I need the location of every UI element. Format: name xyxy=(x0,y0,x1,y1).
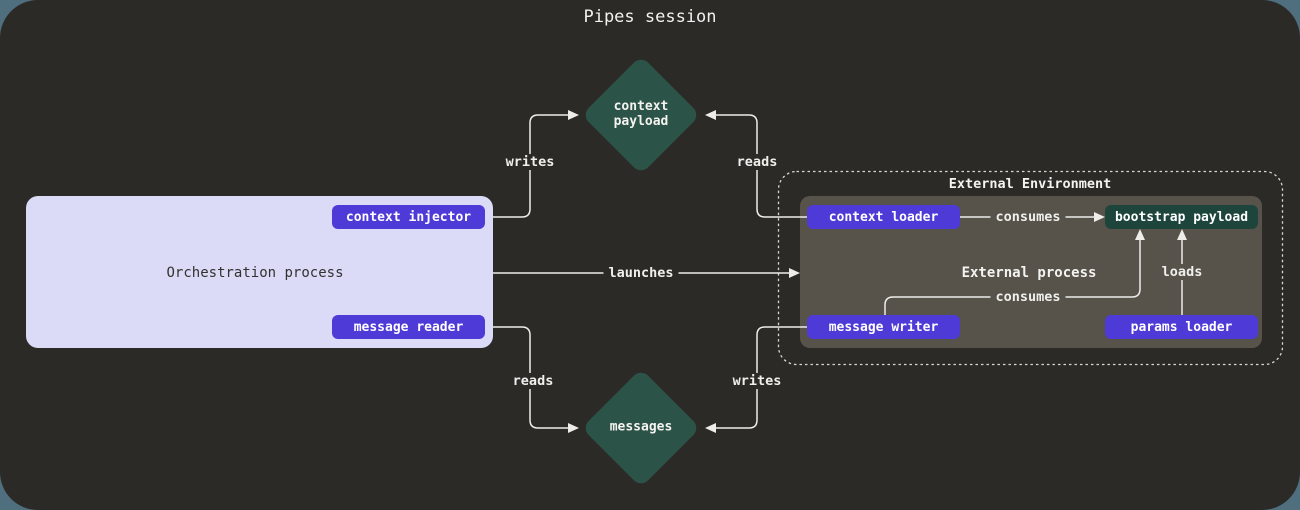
edge-label-launches: launches xyxy=(603,265,679,281)
context-injector-node: context injector xyxy=(332,205,485,229)
message-reader-node: message reader xyxy=(332,315,485,339)
external-process-label: External process xyxy=(961,265,1097,281)
arrowhead-reads-bottom xyxy=(568,423,579,433)
context-loader-node: context loader xyxy=(807,205,960,229)
edge-label-reads-bottom: reads xyxy=(507,373,559,389)
context-payload-label: context payload xyxy=(613,99,669,129)
arrowhead-writes-bottom xyxy=(705,423,716,433)
edge-label-reads-top: reads xyxy=(731,154,783,170)
external-environment-label: External Environment xyxy=(948,176,1112,192)
diagram-title: Pipes session xyxy=(583,7,717,27)
orchestration-process-label: Orchestration process xyxy=(166,265,344,281)
edge-label-loads: loads xyxy=(1156,264,1208,280)
message-writer-node: message writer xyxy=(807,315,960,339)
messages-label: messages xyxy=(609,419,673,435)
params-loader-node: params loader xyxy=(1105,315,1258,339)
edge-label-consumes-bottom: consumes xyxy=(990,289,1066,305)
bootstrap-payload-node: bootstrap payload xyxy=(1105,205,1258,229)
edge-label-consumes-top: consumes xyxy=(990,209,1066,225)
arrowhead-writes-top xyxy=(568,110,579,120)
edge-label-writes-bottom: writes xyxy=(727,373,787,389)
arrowhead-reads-top xyxy=(705,110,716,120)
edge-label-writes-top: writes xyxy=(500,154,560,170)
